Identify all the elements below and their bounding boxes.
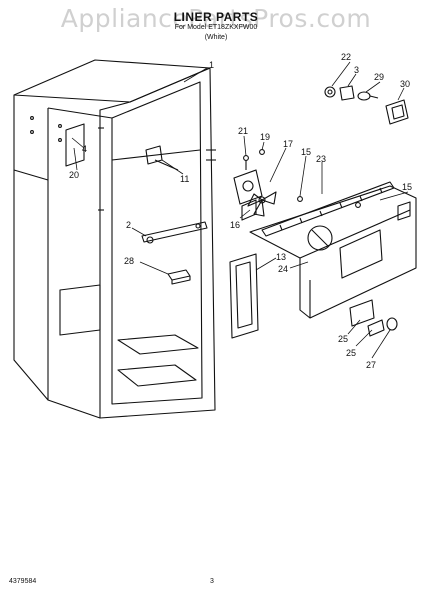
fan-motor-assembly bbox=[233, 149, 303, 221]
watermark: AppliancePartsPros.com bbox=[60, 4, 372, 33]
callout-15-upper: 15 bbox=[301, 147, 311, 157]
callout-22: 22 bbox=[341, 52, 351, 62]
callout-23: 23 bbox=[316, 154, 326, 164]
leader-lines bbox=[71, 61, 409, 359]
document-number: 4379584 bbox=[9, 578, 37, 585]
callout-19: 19 bbox=[260, 132, 270, 142]
callout-27: 27 bbox=[366, 360, 376, 370]
callout-labels: 1 22 3 29 30 4 20 11 21 19 17 15 23 15 1… bbox=[69, 52, 412, 370]
page-number: 3 bbox=[210, 578, 214, 585]
callout-20: 20 bbox=[69, 170, 79, 180]
part-11-bracket bbox=[145, 145, 179, 171]
variant-line: (White) bbox=[204, 34, 228, 41]
callout-1: 1 bbox=[209, 60, 214, 70]
evaporator-cover bbox=[249, 181, 417, 319]
callout-15-right: 15 bbox=[402, 182, 412, 192]
callout-11: 11 bbox=[180, 174, 189, 184]
callout-16: 16 bbox=[230, 220, 240, 230]
cabinet-liner bbox=[13, 59, 216, 419]
callout-13: 13 bbox=[276, 252, 286, 262]
part-2-bracket bbox=[141, 221, 208, 244]
callout-24: 24 bbox=[278, 264, 288, 274]
part-28-block bbox=[167, 269, 191, 285]
page-title: LINER PARTS bbox=[173, 10, 259, 24]
callout-29: 29 bbox=[374, 72, 384, 82]
callout-25-upper: 25 bbox=[338, 334, 348, 344]
callout-21: 21 bbox=[238, 126, 248, 136]
callout-3: 3 bbox=[354, 65, 359, 75]
model-line: For Model ET18ZKXFW00 bbox=[174, 24, 258, 31]
callout-30: 30 bbox=[400, 79, 410, 89]
callout-4: 4 bbox=[82, 144, 87, 154]
light-assembly bbox=[324, 85, 409, 125]
callout-17: 17 bbox=[283, 139, 293, 149]
callout-2: 2 bbox=[126, 220, 131, 230]
callout-28: 28 bbox=[124, 256, 134, 266]
callout-25-lower: 25 bbox=[346, 348, 356, 358]
part-13-panel bbox=[229, 253, 259, 339]
